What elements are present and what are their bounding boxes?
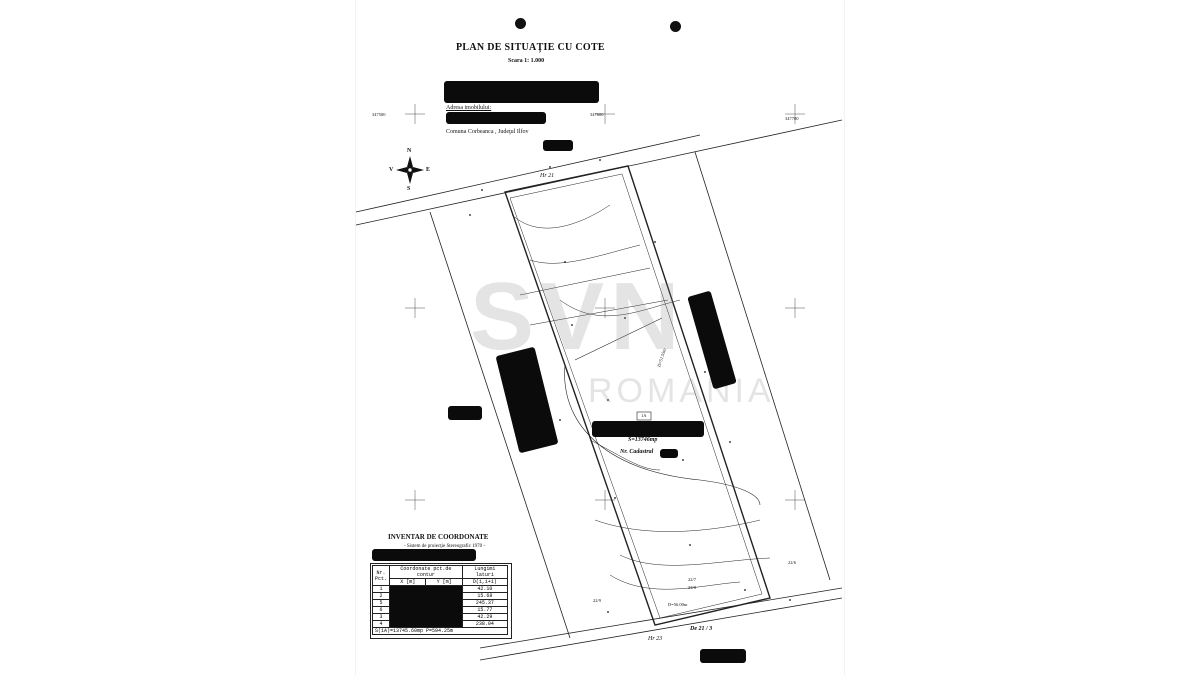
address-label: Adresa imobilului: bbox=[446, 105, 492, 111]
redaction-block bbox=[446, 112, 546, 124]
lot-line bbox=[429, 211, 571, 639]
inventory-title: INVENTAR DE COORDONATE bbox=[388, 533, 489, 541]
parcel-inner-boundary bbox=[509, 173, 763, 619]
parcel-id: 1A bbox=[641, 413, 647, 418]
col-nr: Nr.Pct. bbox=[371, 565, 391, 586]
col-d: D(i,i+1) bbox=[461, 578, 509, 586]
road-line bbox=[479, 597, 843, 661]
address-value: Comuna Corbeanca , Judeţul Ilfov bbox=[446, 129, 529, 135]
redaction-block bbox=[660, 449, 678, 458]
lot-label: 22/9 bbox=[593, 598, 602, 603]
lot-line bbox=[694, 151, 831, 581]
lot-label: 22/7 bbox=[688, 577, 697, 582]
grid-label: 347700 bbox=[785, 116, 799, 121]
compass-east: E bbox=[426, 167, 431, 173]
grid-label: 347500 bbox=[372, 112, 386, 117]
col-len: Lungimi laturi bbox=[461, 565, 509, 579]
parcel-id-box bbox=[636, 411, 652, 421]
punch-hole bbox=[670, 21, 681, 32]
road-label-de: De 21 / 3 bbox=[690, 626, 713, 632]
redaction-block bbox=[448, 406, 482, 420]
road-label-top: Hr 21 bbox=[540, 173, 555, 179]
inventory-frame bbox=[370, 563, 512, 639]
inventory-system: - Sistem de proiecţie Stereografic 1970 … bbox=[404, 544, 486, 549]
compass-icon bbox=[396, 156, 424, 184]
watermark-country: ROMANIA bbox=[588, 372, 775, 410]
lot-label: 22/8 bbox=[688, 585, 697, 590]
lot-label: 22/6 bbox=[788, 560, 797, 565]
compass-south: S bbox=[407, 186, 411, 192]
survey-points bbox=[469, 159, 791, 613]
inventory-footer: S(1A)=13745.60mp P=594.25m bbox=[372, 627, 508, 635]
survey-sheet bbox=[356, 0, 844, 675]
parcel-area: S=13746mp bbox=[628, 437, 658, 443]
compass-north: N bbox=[407, 148, 412, 154]
grid-label: 347600 bbox=[590, 112, 604, 117]
watermark-brand: SVN bbox=[470, 263, 686, 370]
redaction-block bbox=[444, 81, 599, 103]
cadastral-label: Nr. Cadastral bbox=[620, 449, 654, 455]
compass-west: V bbox=[389, 167, 394, 173]
punch-hole bbox=[515, 18, 526, 29]
inventory-table: Nr.Pct. Coordonate pct.de contur Lungimi… bbox=[371, 565, 509, 635]
col-x: X [m] bbox=[389, 578, 427, 586]
redaction-block bbox=[372, 549, 476, 561]
redaction-block bbox=[592, 421, 704, 437]
page-title: PLAN DE SITUAȚIE CU COTE bbox=[456, 42, 605, 53]
col-coord: Coordonate pct.de contur bbox=[389, 565, 463, 579]
redaction-block bbox=[700, 649, 746, 663]
road-line bbox=[355, 134, 701, 213]
scale-label: Scara 1: 1.000 bbox=[508, 58, 545, 64]
road-label-bottom: Hr 23 bbox=[648, 636, 663, 642]
redaction-block bbox=[389, 585, 463, 628]
dimension-label: D=56.00m bbox=[668, 602, 688, 607]
parcel-boundary bbox=[504, 165, 771, 626]
redaction-block bbox=[543, 140, 573, 151]
col-y: Y [m] bbox=[425, 578, 463, 586]
